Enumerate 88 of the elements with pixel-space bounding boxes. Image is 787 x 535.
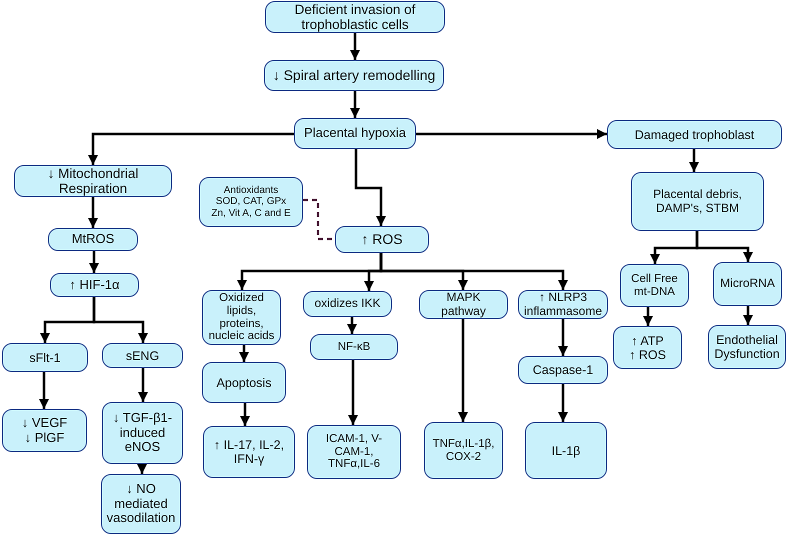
arrow: [689, 149, 699, 172]
process-box: [50, 273, 139, 297]
box-label: MAPK pathway: [440, 291, 487, 318]
box-label: ↑ IL-17, IL-2, IFN-γ: [212, 438, 286, 466]
box-label: TNFα,IL-1β, COX-2: [432, 438, 496, 464]
box-label: Antioxidants: [224, 185, 278, 196]
process-box: [307, 425, 401, 479]
process-box: [48, 228, 138, 251]
box-label: ↑ NLRP3 inflammasome: [522, 291, 604, 318]
process-box: [102, 402, 183, 464]
arrow: [138, 368, 148, 402]
box-label: ↑ ROS: [361, 232, 403, 248]
process-box: [265, 1, 445, 33]
box-label: sENG: [126, 348, 160, 362]
arrow: [558, 384, 568, 422]
box-label: MicroRNA: [720, 277, 775, 291]
box-label: ↑ HIF-1α: [69, 278, 120, 292]
arrow: [696, 231, 753, 262]
note-box: [199, 177, 303, 227]
process-box: [613, 326, 682, 369]
arrow: [240, 403, 250, 426]
arrow: [350, 33, 360, 60]
process-box: [607, 120, 782, 149]
box-label: SOD, CAT, GPx: [216, 196, 286, 208]
process-box: [202, 362, 286, 403]
box-label: oxidizes IKK: [314, 297, 381, 311]
arrow: [558, 319, 568, 356]
arrow: [350, 91, 360, 118]
arrow: [89, 251, 99, 273]
box-label: Apoptosis: [216, 376, 272, 390]
process-box: [708, 325, 786, 369]
arrow: [92, 297, 148, 343]
process-box: [310, 334, 398, 360]
process-box: [102, 343, 183, 368]
box-label: ↓ Mitochondrial Respiration: [46, 166, 140, 196]
box-label: Endothelial Dysfunction: [713, 333, 781, 361]
box-label: ↑ ROS: [629, 348, 666, 362]
process-box: [14, 165, 172, 197]
box-label: Oxidized lipids, proteins, nucleic acids: [208, 292, 276, 344]
arrow: [354, 149, 386, 226]
arrow: [348, 360, 358, 425]
box-label: Deficient invasion of trophoblastic cells: [294, 2, 416, 32]
process-box: [713, 262, 782, 306]
process-box: [101, 474, 181, 534]
arrow: [239, 345, 249, 362]
arrow: [137, 464, 147, 474]
process-box: [203, 426, 295, 478]
box-label: Placental hypoxia: [304, 126, 406, 141]
process-box: [202, 290, 281, 345]
box-label: Damaged trophoblast: [634, 128, 754, 142]
box-label: Placental debris, DAMP's, STBM: [652, 188, 743, 215]
arrow: [88, 197, 98, 228]
process-box: [2, 343, 88, 372]
process-box: [294, 118, 416, 149]
box-label: ↓ PlGF: [24, 430, 64, 446]
process-box: [518, 356, 608, 384]
arrow: [39, 372, 49, 409]
box-label: ↓ TGF-β1- induced eNOS: [112, 411, 174, 455]
process-box: [335, 226, 429, 253]
arrow: [88, 132, 294, 165]
box-label: ↓ VEGF: [22, 416, 68, 430]
box-label: NF-κB: [338, 340, 370, 354]
arrow: [458, 319, 468, 422]
arrow: [416, 129, 607, 139]
process-box: [264, 60, 444, 91]
arrow: [380, 253, 568, 290]
process-box: [631, 172, 764, 231]
box-label: ↓ Spiral artery remodelling: [272, 68, 436, 84]
process-box: [525, 422, 607, 479]
arrow: [743, 306, 753, 325]
box-label: MtROS: [72, 232, 114, 247]
box-label: ↓ NO mediated vasodilation: [106, 482, 176, 526]
box-label: ICAM-1, V- CAM-1, TNFα,IL-6: [324, 432, 384, 472]
process-box: [620, 264, 689, 307]
process-box: [424, 422, 503, 479]
process-box: [419, 290, 508, 319]
box-label: IL-1β: [552, 444, 580, 458]
box-label: Caspase-1: [532, 363, 594, 377]
dashed-connector: [303, 198, 335, 240]
process-box: [2, 409, 87, 452]
box-label: Zn, Vit A, C and E: [211, 208, 291, 219]
box-label: sFlt-1: [29, 350, 61, 364]
process-box: [518, 290, 608, 319]
process-box: [303, 291, 392, 317]
arrow: [643, 307, 653, 326]
box-label: ↑ ATP: [631, 334, 664, 348]
box-label: Cell Free mt-DNA: [630, 272, 679, 298]
arrow: [347, 317, 357, 334]
